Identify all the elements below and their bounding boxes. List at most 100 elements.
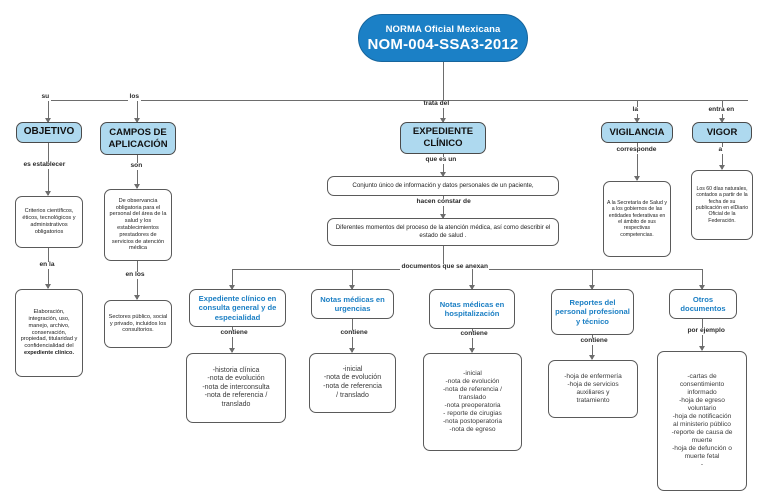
node-constancia-text: Diferentes momentos del proceso de la at…: [335, 224, 551, 239]
edge-drop-doc-5: [702, 269, 704, 289]
node-doc-4-header[interactable]: Reportes del personal profesional y técn…: [551, 289, 634, 335]
arrowhead-doc-3-list: [468, 348, 475, 353]
node-doc-1-list: -historia clínica -nota de evolución -no…: [186, 353, 286, 423]
node-doc-2-header[interactable]: Notas médicas en urgencias: [311, 289, 394, 319]
node-doc-5-list: -cartas de consentimiento informado -hoj…: [657, 351, 747, 491]
edge-constancia-to-bus: [443, 246, 445, 269]
node-elaboracion-bold: expediente clínico.: [23, 350, 75, 357]
node-doc-2-list-items: -inicial -nota de evolución -nota de ref…: [323, 365, 382, 399]
edge-doc-4-to-list: [592, 335, 594, 359]
edge-drop-expediente: [443, 100, 445, 122]
node-doc-3-header[interactable]: Notas médicas en hospitalización: [429, 289, 515, 329]
root-node-subtitle: NORMA Oficial Mexicana: [385, 23, 501, 35]
root-node-title: NOM-004-SSA3-2012: [367, 35, 519, 53]
node-objetivo-header-label: OBJETIVO: [23, 126, 75, 138]
node-doc-3-list: -inicial -nota de evolución -nota de ref…: [423, 353, 522, 451]
edge-objetivo-to-criterios: [48, 143, 50, 195]
edge-label-contiene-1: contiene: [219, 329, 250, 337]
edge-label-documentos-que-se-anexan: documentos que se anexan: [400, 263, 490, 271]
node-doc-3-title: Notas médicas en hospitalización: [439, 299, 505, 318]
node-doc-2-list: -inicial -nota de evolución -nota de ref…: [309, 353, 396, 413]
edge-label-los: los: [128, 93, 141, 101]
edge-drop-doc-3: [472, 269, 474, 289]
edge-doc-1-to-list: [232, 327, 234, 352]
node-doc-4-list-items: -hoja de enfermería -hoja de servicios a…: [564, 372, 622, 405]
node-constancia: Diferentes momentos del proceso de la at…: [327, 218, 559, 246]
node-vigilancia-detalle-text: A la Secretaría de Salud y a los gobiern…: [607, 199, 667, 238]
node-definicion-text: Conjunto único de información y datos pe…: [352, 182, 534, 190]
node-vigilancia-header[interactable]: VIGILANCIA: [601, 122, 673, 143]
node-sectores-text: Sectores público, social y privado, incl…: [108, 313, 168, 334]
edge-drop-objetivo: [48, 100, 50, 122]
node-doc-5-header[interactable]: Otros documentos: [669, 289, 737, 319]
edge-campos-to-observancia: [137, 155, 139, 188]
node-vigor-header-label: VIGOR: [706, 126, 738, 138]
arrowhead-doc-2: [348, 285, 355, 290]
arrowhead-vigor-detalle: [718, 165, 725, 170]
arrowhead-doc-5: [698, 285, 705, 290]
edge-drop-doc-4: [592, 269, 594, 289]
node-observancia-text: De observancia obligatoria para el perso…: [109, 197, 167, 252]
root-node-norma: NORMA Oficial Mexicana NOM-004-SSA3-2012: [358, 14, 528, 62]
edge-label-corresponde: corresponde: [615, 146, 658, 154]
node-doc-5-title: Otros documentos: [680, 294, 726, 313]
node-doc-4-list: -hoja de enfermería -hoja de servicios a…: [548, 360, 638, 418]
node-objetivo-header[interactable]: OBJETIVO: [16, 122, 82, 143]
node-vigor-detalle-text: Los 60 días naturales, contados a partir…: [695, 185, 749, 224]
arrowhead-vigilancia: [633, 118, 640, 123]
arrowhead-sectores: [133, 295, 140, 300]
node-elaboracion: Elaboración, integración, uso, manejo, a…: [15, 289, 83, 377]
edge-label-su: su: [40, 93, 51, 101]
edge-label-hacen-constar-de: hacen constar de: [415, 198, 473, 206]
node-criterios: Criterios científicos, éticos, tecnológi…: [15, 196, 83, 248]
edge-definicion-to-constancia: [443, 196, 445, 218]
edge-expediente-to-definicion: [443, 154, 445, 176]
edge-doc-3-to-list: [472, 329, 474, 352]
arrowhead-constancia: [439, 214, 446, 219]
arrowhead-expediente: [439, 118, 446, 123]
node-elaboracion-text: Elaboración, integración, uso, manejo, a…: [19, 309, 79, 357]
node-doc-1-header[interactable]: Expediente clínico en consulta general y…: [189, 289, 286, 327]
node-criterios-text: Criterios científicos, éticos, tecnológi…: [22, 208, 76, 235]
arrowhead-vigilancia-detalle: [633, 176, 640, 181]
edge-root-stem: [443, 62, 445, 100]
edge-label-contiene-4: contiene: [579, 337, 610, 345]
arrowhead-doc-5-list: [698, 346, 705, 351]
edge-label-es-establecer: es establecer: [22, 161, 67, 169]
node-vigilancia-header-label: VIGILANCIA: [609, 126, 665, 138]
node-vigilancia-detalle: A la Secretaría de Salud y a los gobiern…: [603, 181, 671, 257]
edge-drop-campos: [137, 100, 139, 122]
arrowhead-observancia: [133, 184, 140, 189]
arrowhead-definicion: [439, 172, 446, 177]
arrowhead-doc-1: [228, 285, 235, 290]
edge-label-la: la: [631, 106, 640, 114]
edge-drop-doc-2: [352, 269, 354, 289]
edge-drop-doc-1: [232, 269, 234, 289]
arrowhead-doc-2-list: [348, 348, 355, 353]
node-sectores: Sectores público, social y privado, incl…: [104, 300, 172, 348]
arrowhead-criterios: [44, 191, 51, 196]
edge-observancia-to-sectores: [137, 261, 139, 299]
edge-label-que-es-un: que es un: [424, 156, 458, 164]
edge-label-por-ejemplo: por ejemplo: [686, 327, 727, 335]
edge-vigor-to-detalle: [722, 143, 724, 169]
edge-trunk: [48, 100, 748, 102]
edge-label-a: a: [717, 146, 724, 154]
edge-label-contiene-2: contiene: [339, 329, 370, 337]
edge-label-son: son: [129, 162, 144, 170]
arrowhead-doc-4-list: [588, 355, 595, 360]
node-doc-4-title: Reportes del personal profesional y técn…: [555, 298, 630, 326]
node-vigor-header[interactable]: VIGOR: [692, 122, 752, 143]
node-definicion: Conjunto único de información y datos pe…: [327, 176, 559, 196]
arrowhead-objetivo: [44, 118, 51, 123]
edge-label-en-los: en los: [124, 271, 147, 279]
node-doc-2-title: Notas médicas en urgencias: [320, 294, 385, 313]
edge-label-entra-en: entra en: [707, 106, 736, 114]
edge-label-contiene-3: contiene: [459, 330, 490, 338]
node-observancia: De observancia obligatoria para el perso…: [104, 189, 172, 261]
